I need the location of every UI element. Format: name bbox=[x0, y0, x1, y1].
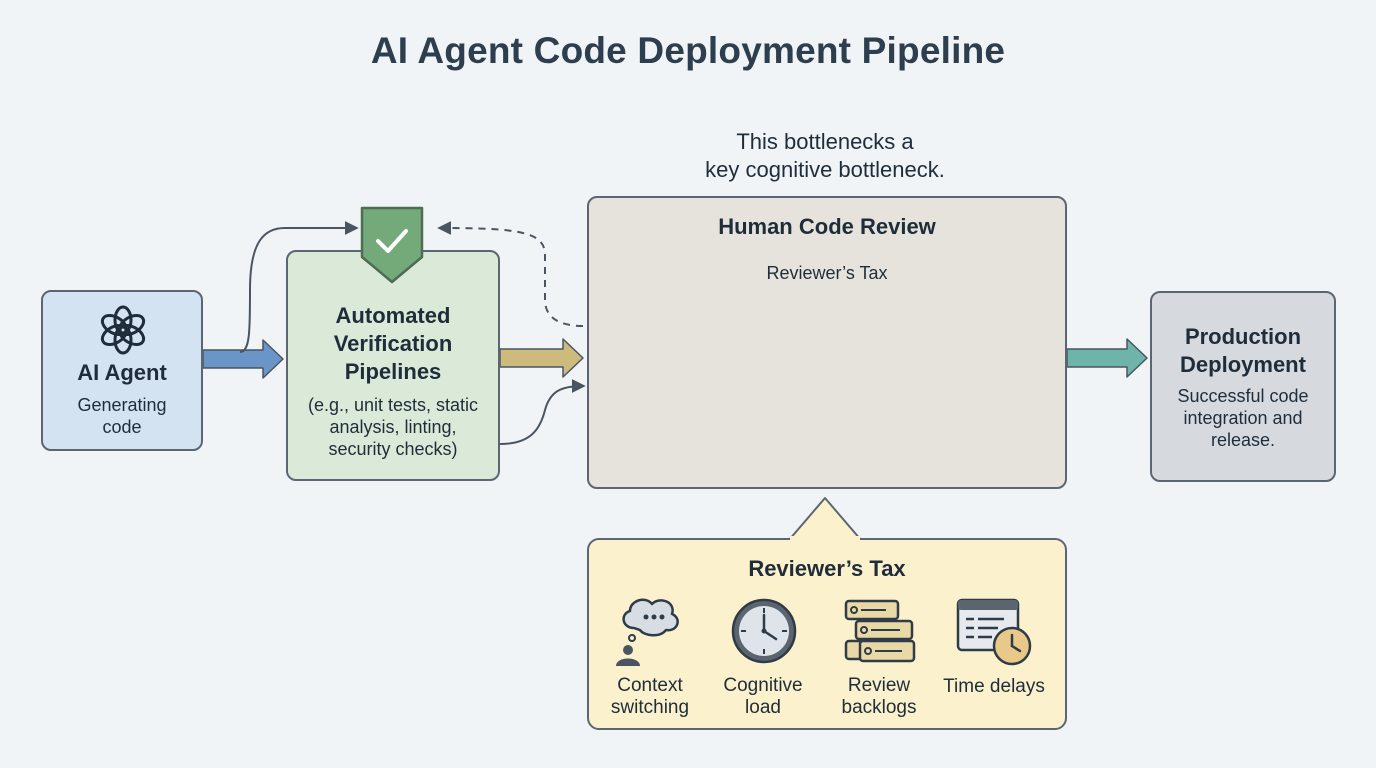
ai-agent-box: AI Agent Generating code bbox=[41, 290, 203, 451]
production-description: Successful code integration and release. bbox=[1177, 386, 1309, 450]
verification-pipelines-box: Automated Verification Pipelines (e.g., … bbox=[286, 250, 500, 481]
verification-description: (e.g., unit tests, static analysis, lint… bbox=[307, 395, 479, 459]
review-to-production-arrow bbox=[1066, 338, 1148, 378]
tax-title: Reviewer’s Tax bbox=[748, 556, 906, 581]
verification-to-review-arrow bbox=[499, 338, 584, 378]
feedback-dashed-connector bbox=[437, 221, 584, 327]
production-deployment-box: Production Deployment Successful code in… bbox=[1150, 291, 1336, 482]
agent-to-verification-arrow bbox=[202, 339, 284, 379]
thought-bubble-icon bbox=[616, 598, 679, 666]
agent-description: Generating code bbox=[77, 395, 167, 437]
note-line-2: key cognitive bottleneck. bbox=[705, 157, 945, 182]
review-title: Human Code Review bbox=[718, 214, 936, 239]
tax-item-time-delays: Time delays bbox=[943, 676, 1045, 697]
calendar-clock-icon bbox=[956, 598, 1032, 666]
production-title: Production Deployment bbox=[1180, 324, 1306, 377]
shield-check-icon bbox=[360, 206, 424, 284]
stacked-list-icon bbox=[844, 599, 916, 663]
callout-pointer bbox=[788, 497, 862, 541]
note-line-1: This bottlenecks a bbox=[736, 129, 914, 154]
bottleneck-note: This bottlenecks a key cognitive bottlen… bbox=[640, 128, 1010, 184]
callout-joint bbox=[790, 536, 860, 542]
openai-logo-icon bbox=[100, 305, 146, 355]
agent-bypass-connector bbox=[239, 221, 359, 353]
clock-icon bbox=[731, 598, 797, 664]
verification-title: Automated Verification Pipelines bbox=[333, 303, 453, 384]
verification-output-connector bbox=[499, 379, 586, 445]
review-loop-label: Reviewer’s Tax bbox=[766, 263, 888, 283]
agent-title: AI Agent bbox=[77, 360, 167, 385]
human-code-review-box: Human Code Review Reviewer’s Tax bbox=[587, 196, 1067, 489]
page-title: AI Agent Code Deployment Pipeline bbox=[370, 30, 1006, 71]
